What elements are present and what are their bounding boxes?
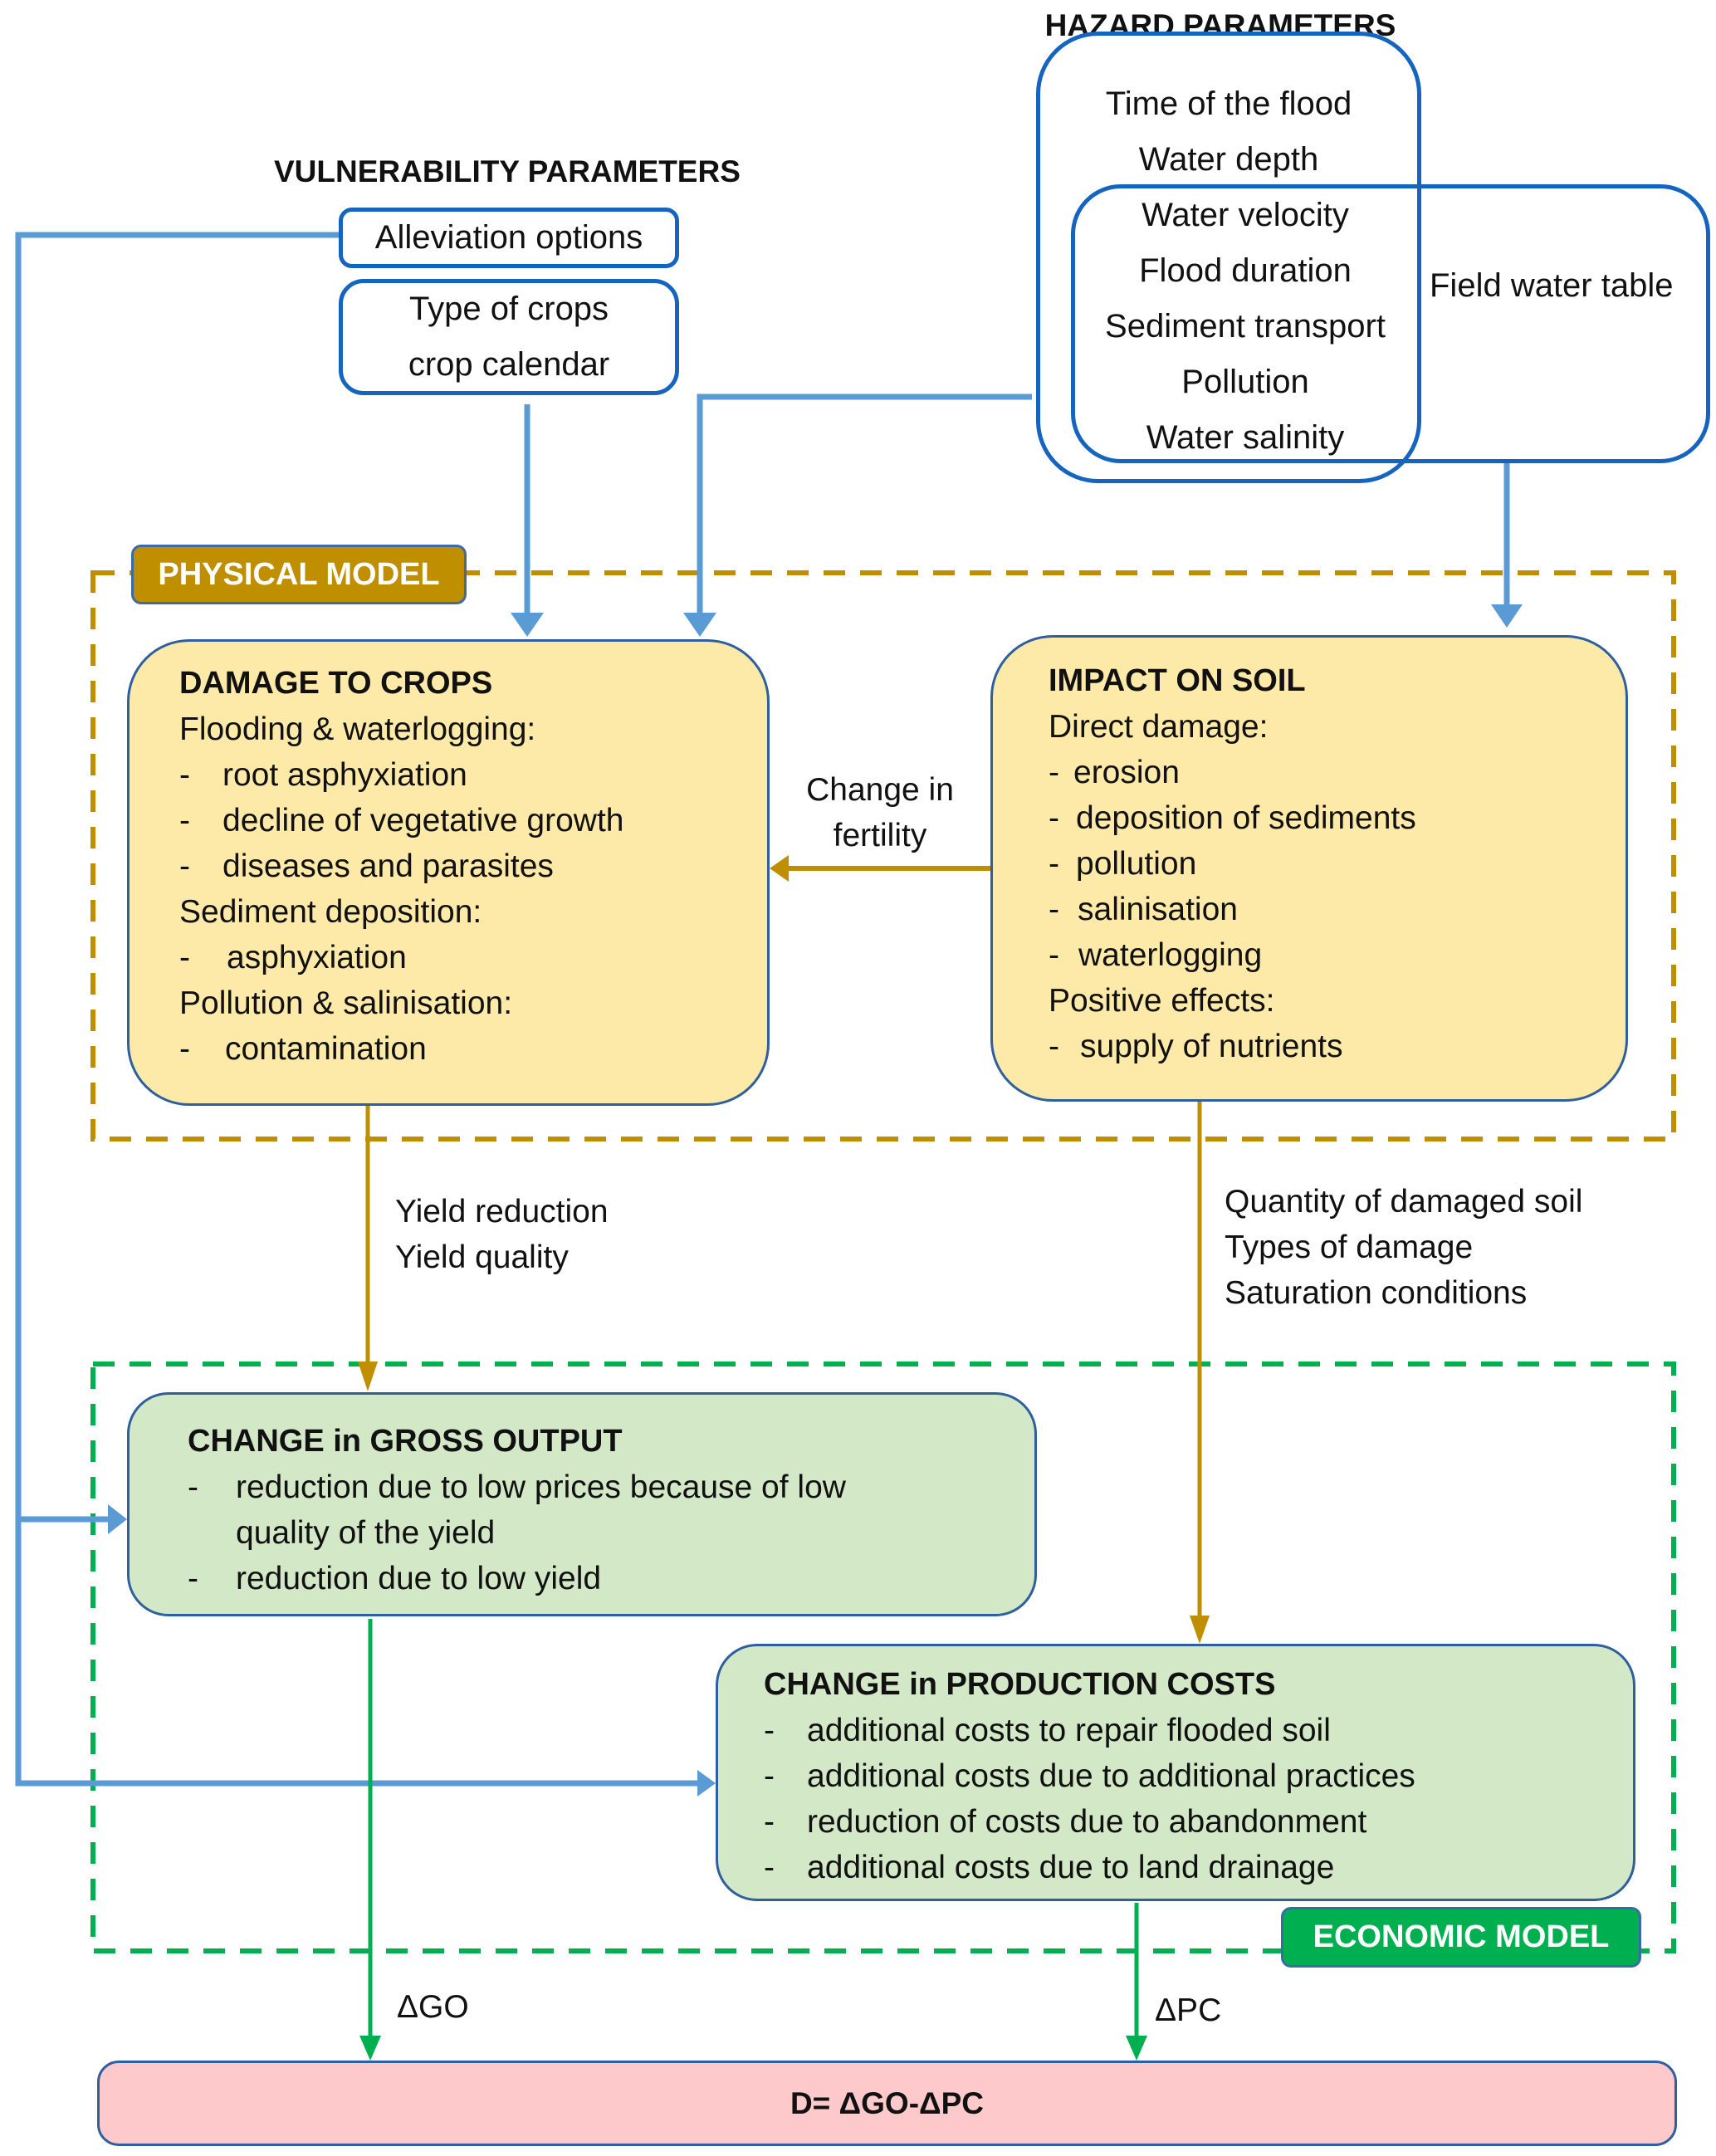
list-item: -additional costs due to additional prac…	[764, 1758, 1415, 1794]
list-item: -pollution	[1049, 846, 1197, 882]
section-title: Sediment deposition:	[179, 894, 482, 930]
alleviation-options-box: Alleviation options	[339, 208, 679, 268]
delta-go-arrowhead	[359, 2036, 381, 2061]
impact-on-soil-box: IMPACT ON SOIL Direct damage: -erosion -…	[990, 635, 1628, 1102]
hazard-to-damage-connector	[697, 394, 1032, 614]
economic-model-frame	[90, 1362, 1676, 1953]
fertility-link-label: Change in fertility	[789, 767, 971, 858]
change-in-gross-output-box: CHANGE in GROSS OUTPUT -reduction due to…	[127, 1392, 1037, 1616]
production-costs-heading: CHANGE in PRODUCTION COSTS	[764, 1667, 1276, 1702]
field-water-table-box	[1071, 184, 1710, 463]
soil-to-costs-arrowhead	[1190, 1616, 1210, 1644]
list-item: -reduction of costs due to abandonment	[764, 1804, 1367, 1840]
hazard-item: Sediment transport	[1105, 308, 1386, 345]
damage-to-crops-box: DAMAGE TO CROPS Flooding & waterlogging:…	[127, 639, 770, 1106]
hazard-item: Pollution	[1181, 364, 1309, 400]
gross-output-heading: CHANGE in GROSS OUTPUT	[188, 1424, 623, 1459]
list-item: -contamination	[179, 1031, 427, 1067]
list-item: -reduction due to low prices because of …	[188, 1469, 846, 1505]
list-item: -diseases and parasites	[179, 848, 554, 884]
impact-on-soil-heading: IMPACT ON SOIL	[1049, 663, 1306, 698]
list-item: -additional costs to repair flooded soil	[764, 1713, 1331, 1748]
list-item: -salinisation	[1049, 892, 1238, 927]
physical-model-frame	[90, 570, 1676, 1142]
change-in-production-costs-box: CHANGE in PRODUCTION COSTS -additional c…	[716, 1644, 1635, 1901]
soil-link-line: Types of damage	[1225, 1230, 1474, 1265]
damage-formula: D= ΔGO-ΔPC	[790, 2085, 985, 2120]
list-item: -erosion	[1049, 755, 1180, 790]
list-item: -reduction due to low yield	[188, 1561, 602, 1596]
list-item: -decline of vegetative growth	[179, 803, 624, 838]
alleviation-to-costs-arrowhead	[697, 1770, 716, 1797]
alleviation-to-output-arrowhead	[108, 1504, 127, 1534]
crops-to-damage-arrowhead	[511, 613, 544, 637]
hazard-outer-items: Time of the flood Water depth	[1038, 76, 1420, 188]
hazard-item: Time of the flood	[1105, 86, 1352, 122]
damage-result-box: D= ΔGO-ΔPC	[97, 2061, 1677, 2146]
damage-to-crops-heading: DAMAGE TO CROPS	[179, 666, 493, 701]
alleviation-options-label: Alleviation options	[374, 219, 643, 256]
list-item: -additional costs due to land drainage	[764, 1850, 1335, 1885]
soil-link-line: Quantity of damaged soil	[1225, 1184, 1583, 1220]
hazard-to-damage-arrowhead	[683, 613, 716, 637]
list-item: -waterlogging	[1049, 937, 1263, 973]
physical-model-label: PHYSICAL MODEL	[131, 545, 467, 604]
crop-type-label: Type of crops	[408, 291, 609, 327]
list-item-continuation: quality of the yield	[236, 1515, 496, 1551]
fertility-link-line: Change in	[806, 772, 954, 808]
delta-pc-arrowhead	[1126, 2036, 1147, 2061]
alleviation-connector	[15, 232, 697, 1787]
fertility-link-line: fertility	[833, 818, 927, 853]
hazard-item: Water salinity	[1146, 419, 1345, 456]
field-water-table-label: Field water table	[1430, 267, 1674, 304]
section-title: Pollution & salinisation:	[179, 985, 513, 1021]
crop-parameters-box: Type of crops crop calendar	[339, 279, 679, 395]
yield-link-label: Yield reduction Yield quality	[395, 1189, 609, 1280]
list-item: -asphyxiation	[179, 940, 407, 975]
crop-calendar-label: crop calendar	[408, 346, 610, 383]
delta-pc-label: ΔPC	[1155, 1992, 1222, 2028]
list-item: -root asphyxiation	[179, 757, 467, 793]
vulnerability-parameters-title: VULNERABILITY PARAMETERS	[274, 154, 741, 188]
soil-link-label: Quantity of damaged soil Types of damage…	[1225, 1179, 1582, 1316]
hazard-item: Water depth	[1138, 141, 1319, 178]
hazard-shared-items: Water velocity Flood duration Sediment t…	[1071, 188, 1420, 466]
yield-link-line: Yield quality	[395, 1239, 569, 1275]
yield-arrowhead	[358, 1362, 378, 1391]
hazard-parameters-title: HAZARD PARAMETERS	[1044, 8, 1396, 42]
hazard-item: Water velocity	[1142, 197, 1349, 233]
list-item: -supply of nutrients	[1049, 1029, 1343, 1064]
hazard-item: Flood duration	[1139, 252, 1352, 289]
section-title: Flooding & waterlogging:	[179, 711, 536, 747]
delta-go-label: ΔGO	[397, 1989, 469, 2025]
section-title: Direct damage:	[1049, 709, 1269, 745]
section-title: Positive effects:	[1049, 983, 1275, 1019]
hazard-outer-box	[1036, 32, 1421, 483]
yield-link-line: Yield reduction	[395, 1194, 609, 1230]
list-item: -deposition of sediments	[1049, 800, 1416, 836]
hazard-to-soil-arrowhead	[1491, 604, 1523, 628]
economic-model-label: ECONOMIC MODEL	[1281, 1907, 1641, 1968]
soil-link-line: Saturation conditions	[1225, 1275, 1528, 1311]
fertility-arrowhead	[770, 855, 789, 882]
